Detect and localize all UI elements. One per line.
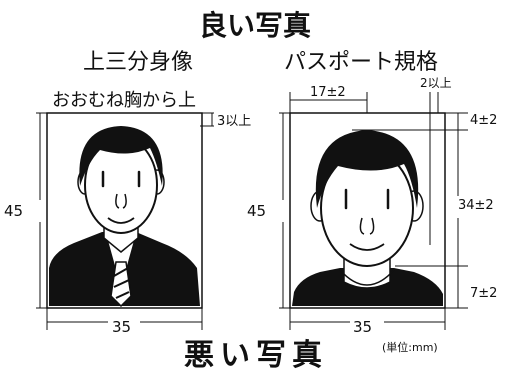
right-dimensions [279, 92, 468, 330]
face-height-label: 34±2 [458, 198, 494, 213]
next-heading-text: 悪い写真 [184, 338, 328, 373]
right-height-label: 45 [247, 202, 267, 220]
left-photo [46, 112, 203, 309]
left-heading: 上三分身像 [83, 50, 194, 75]
page-title: 良い写真 [198, 9, 311, 42]
photo-diagrams [36, 92, 468, 330]
right-width-label: 35 [353, 318, 373, 336]
left-width-label: 35 [112, 318, 132, 336]
right-person-illustration [292, 130, 443, 306]
left-dimensions [36, 112, 214, 330]
top-gap-label: 2以上 [420, 76, 452, 90]
left-subheading: おおむね胸から上 [52, 90, 196, 111]
side-offset-label: 17±2 [310, 85, 346, 100]
next-heading-cutoff: 悪い写真 [184, 330, 444, 390]
head-top-label: 4±2 [470, 113, 498, 128]
chin-margin-label: 7±2 [470, 286, 498, 301]
left-top-margin-label: 3以上 [217, 114, 252, 129]
left-person-illustration [49, 126, 200, 308]
left-height-label: 45 [4, 202, 24, 220]
unit-label: (単位:mm) [382, 341, 438, 354]
right-heading: パスポート規格 [284, 50, 439, 75]
right-photo [289, 112, 446, 309]
